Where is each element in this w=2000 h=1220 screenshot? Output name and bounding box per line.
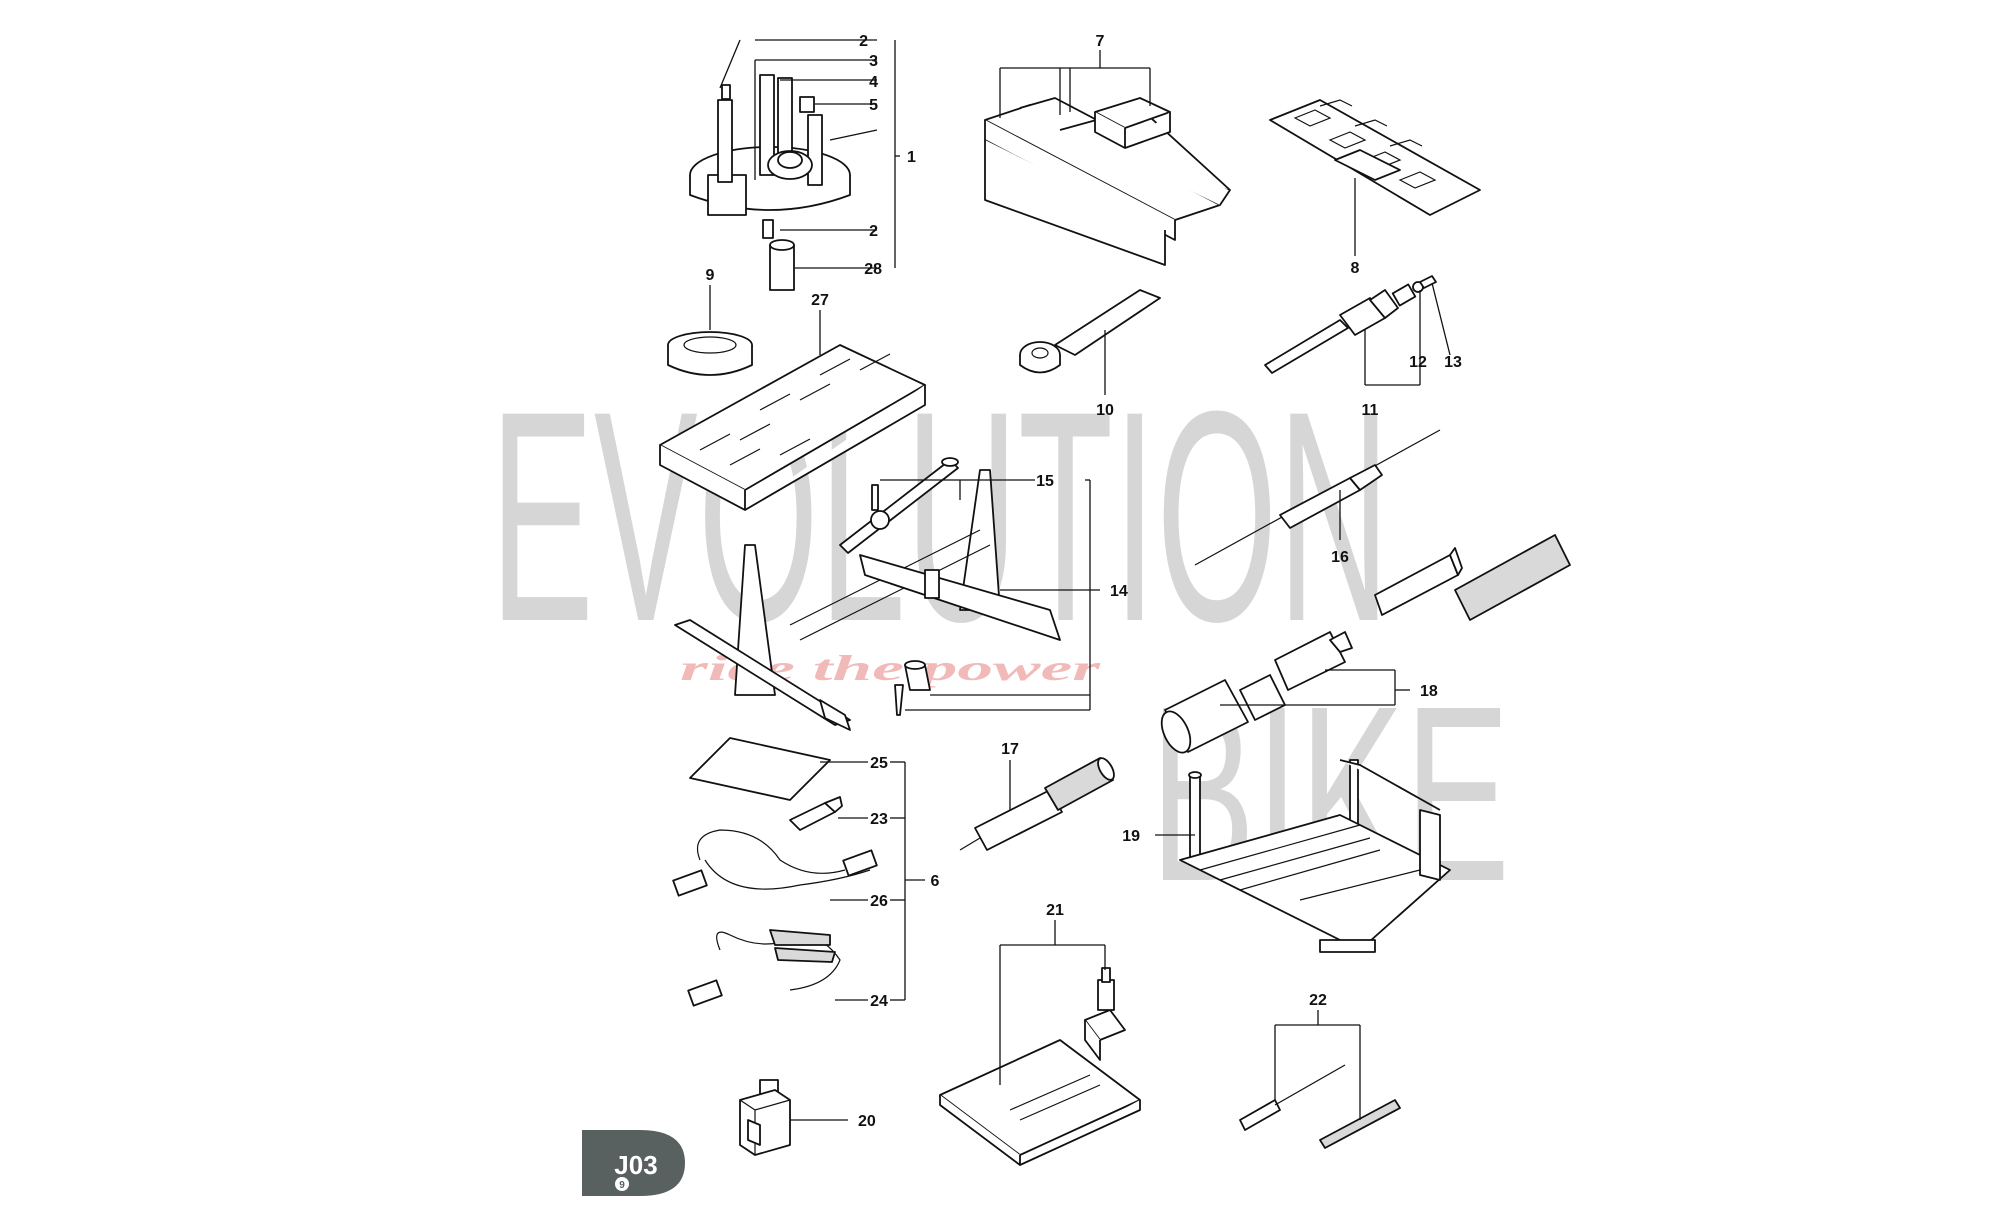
callout-28: 28 (864, 261, 882, 278)
callout-22: 22 (1309, 992, 1327, 1009)
callout-lines-group-7 (999, 50, 1151, 118)
watermark: EVOLUTION BIKE ride the power (490, 348, 1510, 933)
callout-2-bottom: 2 (869, 223, 878, 240)
callout-17: 17 (1001, 741, 1019, 758)
part-9-bowl (667, 331, 753, 376)
part-17-punch (959, 757, 1115, 851)
part-7-rails (984, 97, 1231, 266)
callout-12: 12 (1409, 354, 1427, 371)
callout-lines-group-11 (1364, 282, 1451, 386)
callout-6: 6 (931, 873, 940, 890)
callout-7: 7 (1096, 33, 1105, 50)
callout-8: 8 (1351, 260, 1360, 277)
part-20-clamp (739, 1079, 791, 1156)
part-14-stand (674, 457, 1061, 731)
part-18-drift (1160, 534, 1571, 754)
part-10-spanner (1019, 289, 1161, 374)
part-24-clamps (687, 929, 841, 1007)
callout-26: 26 (870, 893, 888, 910)
callout-15: 15 (1036, 473, 1054, 490)
callout-11: 11 (1362, 402, 1379, 419)
callout-lines-group-21 (999, 920, 1106, 1085)
callout-16: 16 (1331, 549, 1349, 566)
callout-1: 1 (907, 149, 916, 166)
watermark-evolution: EVOLUTION (490, 348, 1390, 684)
part-1-fixture (689, 74, 851, 291)
callout-2-top: 2 (859, 33, 868, 50)
part-27-tray (659, 344, 926, 511)
part-22-pins (1239, 1064, 1401, 1149)
callout-5: 5 (869, 97, 878, 114)
part-11-puller (1264, 275, 1437, 374)
callout-lines-group-6 (820, 761, 925, 1001)
callout-lines-group-1 (719, 39, 900, 269)
callout-lines-group-18 (1220, 669, 1410, 706)
part-21-plate (939, 967, 1141, 1166)
page-sub-circle (615, 1177, 629, 1191)
callout-10: 10 (1096, 402, 1114, 419)
callout-3: 3 (869, 53, 878, 70)
callout-4: 4 (869, 74, 878, 91)
callout-25: 25 (870, 755, 888, 772)
page-sub: 9 (619, 1180, 625, 1191)
callout-14: 14 (1110, 583, 1128, 600)
callout-18: 18 (1420, 683, 1438, 700)
part-26-cable (672, 829, 878, 897)
callout-13: 13 (1444, 354, 1462, 371)
callout-lines-group-22 (1274, 1010, 1361, 1120)
part-19-frame (1179, 759, 1451, 953)
callout-lines-group-14 (880, 479, 1100, 711)
callout-19: 19 (1122, 828, 1140, 845)
callout-21: 21 (1046, 902, 1064, 919)
callout-20: 20 (858, 1113, 876, 1130)
part-8-plate (1269, 99, 1481, 216)
callout-23: 23 (870, 811, 888, 828)
part-25-sheet (689, 737, 831, 801)
page-badge: J03 9 (582, 1130, 685, 1196)
part-23-usb (789, 796, 843, 831)
callout-9: 9 (706, 267, 715, 284)
callout-27: 27 (811, 292, 829, 309)
page-code: J03 (614, 1150, 657, 1180)
callout-24: 24 (870, 993, 888, 1010)
